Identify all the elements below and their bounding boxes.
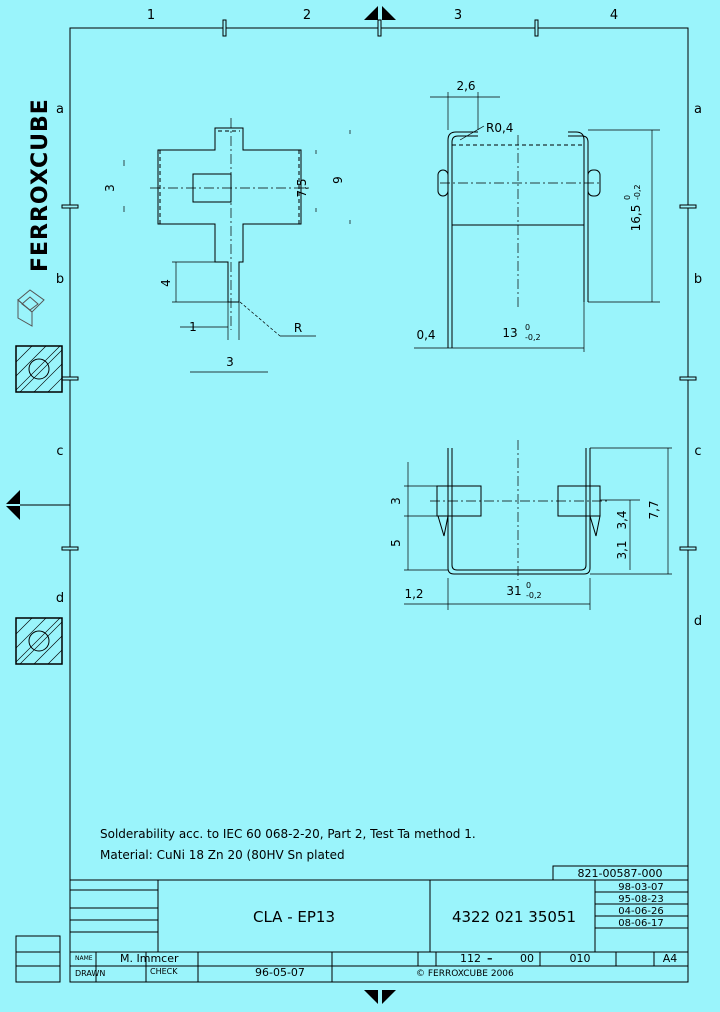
dim-13: 13 (502, 326, 517, 340)
top-view (123, 118, 351, 373)
drawn-name: M. Immcer (120, 952, 179, 965)
row-c-right: c (694, 444, 701, 459)
dim-4: 4 (159, 279, 173, 287)
dim-1: 1 (189, 320, 197, 334)
paper-format: A4 (663, 952, 678, 965)
part-number: 4322 021 35051 (452, 908, 576, 926)
dim-16-tol-upper: 0 (623, 195, 632, 200)
brand-logotype: FERROXCUBE (28, 98, 53, 272)
dim-0-4: 0,4 (416, 328, 435, 342)
row-d-right: d (694, 614, 702, 629)
centering-arrow-top (364, 6, 396, 20)
revision-4: 08-06-17 (618, 918, 663, 929)
dim-3-left: 3 (103, 184, 117, 192)
dim-16-5: 16,5 (629, 205, 643, 232)
row-c-left: c (56, 444, 63, 459)
sheet-code-2: 00 (520, 952, 534, 965)
section-dim-1-2: 1,2 (404, 587, 423, 601)
col-2: 2 (303, 8, 311, 23)
centering-arrow-bottom (364, 990, 396, 1004)
drawn-label: DRAWN (75, 969, 105, 978)
section-dim-3-4: 3,4 (615, 510, 629, 529)
dim-16-tol-lower: -0,2 (633, 184, 642, 200)
column-labels: 1 2 3 4 (147, 8, 618, 23)
name-label: NAME (75, 955, 93, 962)
col-1: 1 (147, 8, 155, 23)
drawing-number: 821-00587-000 (578, 867, 663, 880)
sheet-dash: – (487, 952, 493, 965)
dim-13-tol-upper: 0 (525, 323, 530, 332)
section-dim-3: 3 (389, 497, 403, 505)
section-view (404, 440, 672, 610)
dim-9: 9 (331, 176, 345, 184)
dim-13-tol-lower: -0,2 (525, 333, 541, 342)
section-dim-31-tol-lower: -0,2 (526, 591, 542, 600)
row-d-left: d (56, 591, 64, 606)
section-dim-3-1: 3,1 (615, 540, 629, 559)
row-b-left: b (56, 272, 64, 287)
title-block (15, 865, 689, 983)
note-solderability: Solderability acc. to IEC 60 068-2-20, P… (100, 827, 476, 841)
side-view (414, 92, 660, 352)
row-a-right: a (694, 102, 702, 117)
dim-7-5: 7,5 (295, 178, 309, 197)
section-dim-31: 31 (506, 584, 521, 598)
radius-r: R (294, 321, 302, 335)
col-4: 4 (610, 8, 618, 23)
revision-3: 04-06-26 (618, 906, 663, 917)
revision-1: 98-03-07 (618, 882, 663, 893)
section-dim-7-7: 7,7 (647, 500, 661, 519)
copyright: © FERROXCUBE 2006 (416, 969, 514, 979)
col-3: 3 (454, 8, 462, 23)
centering-arrow-left (6, 490, 70, 520)
radius-r0-4: R0,4 (486, 121, 513, 135)
punch-hole-upper (15, 345, 63, 393)
note-material: Material: CuNi 18 Zn 20 (80HV Sn plated (100, 848, 345, 862)
dim-2-6: 2,6 (456, 79, 475, 93)
punch-hole-lower (15, 617, 63, 665)
row-b-right: b (694, 272, 702, 287)
drawing-title: CLA - EP13 (253, 908, 335, 926)
section-dim-31-tol-upper: 0 (526, 581, 531, 590)
sheet-code: 112 (460, 952, 481, 965)
scale: 010 (570, 952, 591, 965)
dim-3-bottom: 3 (226, 355, 234, 369)
section-dim-5: 5 (389, 539, 403, 547)
ferroxcube-logo-icon (17, 289, 45, 327)
check-label: CHECK (150, 967, 178, 976)
row-a-left: a (56, 102, 64, 117)
drawing-date: 96-05-07 (255, 966, 305, 979)
revision-2: 95-08-23 (618, 894, 663, 905)
